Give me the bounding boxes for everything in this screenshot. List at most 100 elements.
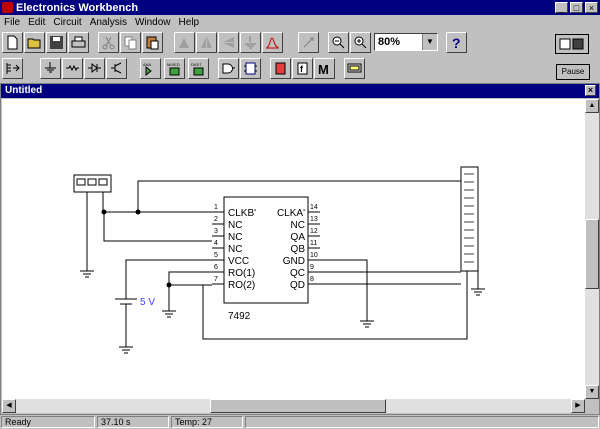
svg-text:?: ? xyxy=(452,35,461,50)
junction-1 xyxy=(135,209,141,215)
sources-bin-button[interactable] xyxy=(40,58,61,79)
menu-file[interactable]: File xyxy=(4,16,21,28)
chevron-down-icon[interactable]: ▼ xyxy=(422,34,437,50)
wire-nc xyxy=(103,212,212,242)
indicators-bin-button[interactable] xyxy=(270,58,291,79)
diodes-bin-button[interactable] xyxy=(84,58,105,79)
ic-part-label: 7492 xyxy=(228,311,251,322)
graph-button[interactable] xyxy=(262,32,283,53)
pin-name-nc-2: NC xyxy=(228,220,242,231)
digital-ic-icon: DIGIT xyxy=(191,62,204,76)
menu-circuit[interactable]: Circuit xyxy=(53,16,82,28)
flip-horizontal-icon xyxy=(201,37,212,48)
zoom-in-button[interactable] xyxy=(350,32,371,53)
vertical-scrollbar[interactable]: ▲ ▼ xyxy=(585,99,599,399)
rotate-button[interactable] xyxy=(174,32,195,53)
pin-name-ro1: RO(1) xyxy=(228,268,255,279)
scroll-up-arrow-icon[interactable]: ▲ xyxy=(585,99,599,113)
pin-num-3: 3 xyxy=(214,228,218,235)
pin-num-12: 12 xyxy=(310,228,318,235)
transistor-icon xyxy=(111,62,122,74)
miscellaneous-bin-button[interactable]: M xyxy=(314,58,335,79)
menu-help[interactable]: Help xyxy=(178,16,200,28)
help-question-icon: ? xyxy=(452,35,461,50)
zoom-select[interactable]: 80% ▼ xyxy=(374,33,438,51)
analog-ics-bin-button[interactable]: ANA xyxy=(140,58,161,79)
wire-clkb-to-analyzer xyxy=(137,180,461,212)
power-switch[interactable] xyxy=(555,34,589,54)
pause-button[interactable]: Pause xyxy=(556,64,590,80)
component-properties-button[interactable] xyxy=(240,32,261,53)
pin-name-nc-4: NC xyxy=(228,244,242,255)
parts-bin-custom-button[interactable] xyxy=(2,58,23,79)
circuit-window-title: Untitled xyxy=(5,85,43,96)
ground-5 xyxy=(119,346,133,354)
vertical-scroll-thumb[interactable] xyxy=(585,219,599,289)
parts-bin-icon xyxy=(6,63,20,74)
mixed-ics-bin-button[interactable]: MIXED xyxy=(164,58,185,79)
copy-icon xyxy=(124,36,137,50)
svg-text:M: M xyxy=(318,62,329,76)
scroll-right-arrow-icon[interactable]: ▶ xyxy=(571,399,585,413)
close-button[interactable]: × xyxy=(585,2,598,13)
ground-1 xyxy=(80,270,94,278)
help-button[interactable]: ? xyxy=(446,32,467,53)
instruments-bin-button[interactable] xyxy=(344,58,365,79)
flip-flop-icon xyxy=(244,62,257,75)
logic-gates-bin-button[interactable] xyxy=(218,58,239,79)
controls-bin-button[interactable]: f xyxy=(292,58,313,79)
menu-analysis[interactable]: Analysis xyxy=(89,16,127,28)
save-button[interactable] xyxy=(46,32,67,53)
ground-3 xyxy=(360,320,374,328)
subcircuit-button[interactable] xyxy=(298,32,319,53)
horizontal-scroll-thumb[interactable] xyxy=(210,399,386,413)
circuit-window-close-button[interactable]: × xyxy=(585,85,596,96)
status-empty xyxy=(245,416,599,428)
flip-vertical-button[interactable] xyxy=(218,32,239,53)
flip-horizontal-button[interactable] xyxy=(196,32,217,53)
zoom-in-icon xyxy=(354,36,367,49)
transistors-bin-button[interactable] xyxy=(106,58,127,79)
open-file-button[interactable] xyxy=(24,32,45,53)
minimize-button[interactable]: _ xyxy=(555,2,568,13)
gen-screen-2 xyxy=(87,178,97,186)
app-icon xyxy=(2,2,13,13)
menu-edit[interactable]: Edit xyxy=(28,16,46,28)
cut-button[interactable] xyxy=(98,32,119,53)
subcircuit-icon xyxy=(303,37,314,48)
paste-clipboard-icon xyxy=(146,36,159,50)
maximize-button[interactable]: □ xyxy=(570,2,583,13)
circuit-window-title-bar: Untitled × xyxy=(1,84,599,98)
status-temp: Temp: 27 xyxy=(171,416,243,428)
new-file-button[interactable] xyxy=(2,32,23,53)
status-state: Ready xyxy=(1,416,95,428)
junction-3 xyxy=(166,282,172,288)
horizontal-scrollbar[interactable]: ◀ ▶ xyxy=(2,399,585,413)
status-bar: Ready 37.10 s Temp: 27 xyxy=(0,415,600,429)
paste-button[interactable] xyxy=(142,32,163,53)
menu-window[interactable]: Window xyxy=(134,16,171,28)
copy-button[interactable] xyxy=(120,32,141,53)
status-time: 37.10 s xyxy=(97,416,169,428)
digital-bin-button[interactable] xyxy=(240,58,261,79)
gen-screen-1 xyxy=(76,178,86,186)
digital-ics-bin-button[interactable]: DIGIT xyxy=(188,58,209,79)
pin-name-clkb: CLKB' xyxy=(228,208,256,219)
circuit-canvas[interactable]: 1 2 3 4 5 6 7 CLKB' NC NC NC VCC RO(1) R… xyxy=(2,99,585,399)
pin-name-vcc: VCC xyxy=(228,256,249,267)
basic-bin-button[interactable] xyxy=(62,58,83,79)
ground-source-icon xyxy=(45,62,56,73)
svg-text:MIXED: MIXED xyxy=(167,62,180,67)
save-disk-icon xyxy=(50,36,63,49)
scroll-left-arrow-icon[interactable]: ◀ xyxy=(2,399,16,413)
pin-name-nc-13: NC xyxy=(291,220,305,231)
wire-bottom-loop xyxy=(202,271,468,340)
zoom-out-icon xyxy=(332,36,345,49)
wire-vcc xyxy=(125,259,212,289)
word-generator-box xyxy=(73,174,112,193)
indicator-icon xyxy=(275,62,286,75)
zoom-out-button[interactable] xyxy=(328,32,349,53)
main-toolbar: 80% ▼ ? xyxy=(0,30,600,57)
print-button[interactable] xyxy=(68,32,89,53)
scroll-down-arrow-icon[interactable]: ▼ xyxy=(585,385,599,399)
